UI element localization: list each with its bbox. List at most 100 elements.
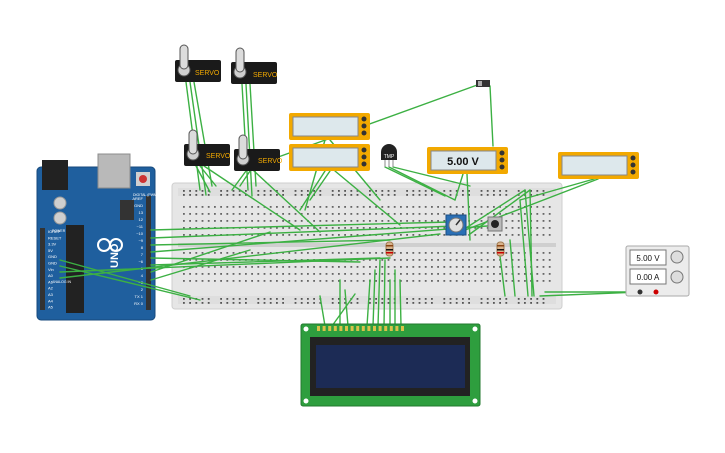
wire[interactable] <box>189 81 207 196</box>
meter-reading: 5.00 V <box>447 156 479 168</box>
lcd-pins <box>317 326 404 331</box>
servo-4[interactable]: SERVO <box>234 134 283 171</box>
wire[interactable] <box>377 259 381 327</box>
wire[interactable] <box>199 165 217 187</box>
wire[interactable] <box>150 225 456 239</box>
arduino-pin-label: 7 <box>141 252 144 257</box>
arduino-pin-label: A4 <box>48 298 54 303</box>
lcd-16x2[interactable] <box>300 323 481 407</box>
wire[interactable] <box>245 83 253 197</box>
servo-label: SERVO <box>258 158 283 165</box>
wire[interactable] <box>384 166 446 197</box>
wire[interactable] <box>319 295 326 327</box>
arduino-pin-label: GND <box>48 254 57 259</box>
usb-port <box>97 153 131 189</box>
supply-voltage: 5.00 V <box>636 254 660 263</box>
wire[interactable] <box>524 189 535 297</box>
arduino-pin-label: GND <box>134 203 143 208</box>
wire[interactable] <box>372 269 376 327</box>
resistor-2[interactable] <box>496 241 505 257</box>
wire[interactable] <box>239 170 251 187</box>
arduino-pin-label: RX 0 <box>134 301 144 306</box>
wire[interactable] <box>489 85 494 147</box>
arduino-pin-label: ~11 <box>137 224 144 229</box>
arduino-pin-label: 12 <box>139 217 144 222</box>
servo-1[interactable]: SERVO <box>175 44 221 82</box>
wire[interactable] <box>334 170 401 226</box>
wire[interactable] <box>509 239 516 297</box>
arduino-pin-label: RESET <box>48 235 62 240</box>
wire[interactable] <box>454 173 464 201</box>
wire[interactable] <box>399 279 402 327</box>
wire[interactable] <box>231 170 247 191</box>
wire[interactable] <box>344 289 349 327</box>
arduino-pin-label: 3.3V <box>48 242 57 247</box>
wire[interactable] <box>309 170 331 201</box>
arduino-pin-label: 5V <box>48 248 53 253</box>
power-jack <box>42 160 68 190</box>
wire[interactable] <box>383 259 386 327</box>
arduino-pin-label: ~6 <box>138 259 143 264</box>
arduino-pin-label: ~9 <box>138 238 143 243</box>
arduino-pin-label: 13 <box>139 210 144 215</box>
servo-label: SERVO <box>206 153 231 160</box>
arduino-pin-label: Vin <box>48 267 54 272</box>
wire[interactable] <box>150 257 381 266</box>
arduino-pin-label: A2 <box>48 286 54 291</box>
wire[interactable] <box>59 259 191 297</box>
multimeter-4[interactable] <box>558 152 639 179</box>
potentiometer[interactable] <box>445 214 467 236</box>
wire[interactable] <box>299 170 326 211</box>
reset-button[interactable] <box>139 175 147 183</box>
lcd-screen <box>316 345 465 388</box>
arduino-pin-label: 2 <box>141 287 144 292</box>
arduino-pin-label: TX 1 <box>135 294 144 299</box>
pushbutton[interactable] <box>487 216 503 232</box>
wire[interactable] <box>331 293 356 327</box>
wire[interactable] <box>519 199 529 297</box>
wire[interactable] <box>150 249 251 281</box>
current-knob[interactable] <box>670 270 684 284</box>
wire[interactable] <box>150 224 501 253</box>
supply-current: 0.00 A <box>637 273 660 282</box>
arduino-pin-label: AREF <box>132 196 143 201</box>
multimeter-2[interactable] <box>289 144 370 171</box>
arduino-pin-label: ~10 <box>136 231 144 236</box>
multimeter-3[interactable]: 5.00 V <box>427 147 508 174</box>
wire[interactable] <box>454 189 526 236</box>
wire[interactable] <box>59 257 391 273</box>
wire[interactable] <box>366 279 371 327</box>
arduino-pin-label: A0 <box>48 273 54 278</box>
arduino-pin-label: A1 <box>48 279 54 284</box>
arduino-pin-label: GND <box>48 261 57 266</box>
wire[interactable] <box>150 221 451 231</box>
sensor-label: TMP <box>384 154 395 160</box>
wire[interactable] <box>388 166 456 201</box>
arduino-pin-label: A5 <box>48 305 54 310</box>
servo-label: SERVO <box>253 72 278 79</box>
servo-3[interactable]: SERVO <box>184 129 231 166</box>
voltage-knob[interactable] <box>670 250 684 264</box>
servo-2[interactable]: SERVO <box>231 47 278 84</box>
power-supply[interactable]: 5.00 V 0.00 A <box>625 245 690 297</box>
wire[interactable] <box>459 178 599 233</box>
arduino-pin-label: 8 <box>141 245 144 250</box>
wire[interactable] <box>195 165 211 193</box>
wire[interactable] <box>529 189 533 297</box>
wire[interactable] <box>203 165 301 231</box>
multimeter-1[interactable] <box>289 113 370 140</box>
wire[interactable] <box>253 170 321 233</box>
temperature-sensor[interactable]: TMP <box>381 144 397 167</box>
wire[interactable] <box>392 166 471 187</box>
wire[interactable] <box>59 233 441 279</box>
wire[interactable] <box>469 189 531 235</box>
wire[interactable] <box>519 178 595 201</box>
resistor-1[interactable] <box>385 241 394 257</box>
wire[interactable] <box>499 255 506 297</box>
slide-switch[interactable] <box>476 80 490 87</box>
arduino-header-label: DIGITAL (PWM~) <box>133 193 160 197</box>
arduino-pin-label: A3 <box>48 292 54 297</box>
